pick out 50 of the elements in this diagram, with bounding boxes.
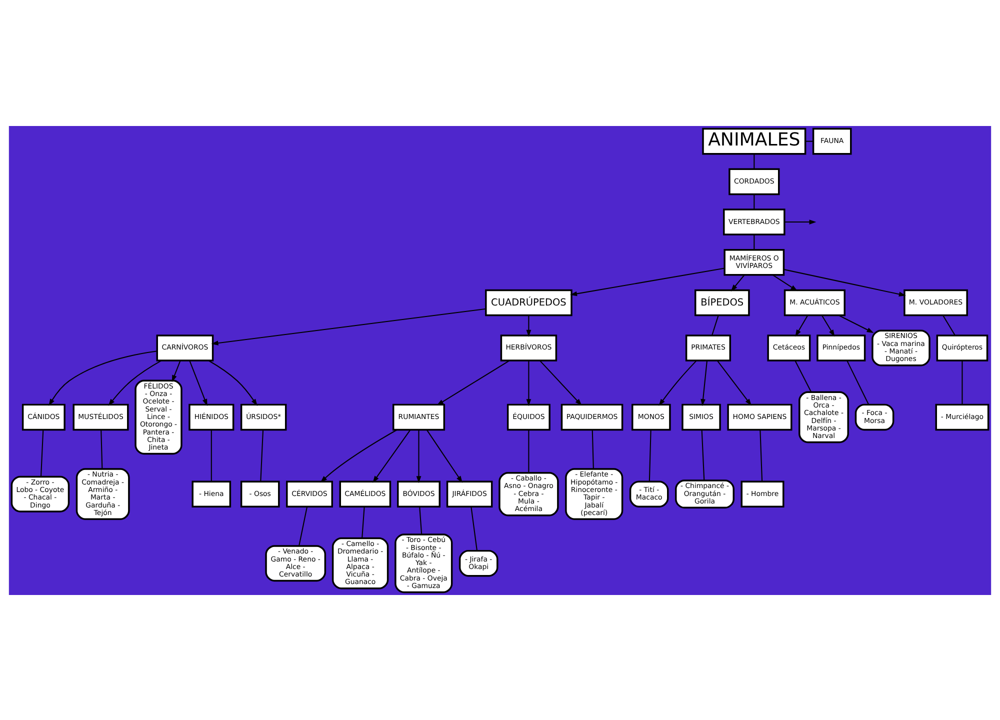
node-box: BÍPEDOS [694, 288, 750, 316]
arrow [108, 360, 162, 406]
connector [470, 506, 478, 550]
arrow [540, 360, 582, 406]
arrow [700, 360, 708, 406]
connector [592, 430, 594, 468]
connector [210, 430, 212, 482]
connector [846, 360, 870, 404]
connector [712, 314, 719, 335]
connector [298, 506, 308, 546]
connector [794, 360, 812, 392]
connector [754, 194, 755, 209]
connector [942, 314, 956, 336]
arrow [426, 429, 462, 482]
connector [760, 430, 763, 482]
connector [962, 360, 963, 404]
connector [806, 140, 814, 142]
connector [754, 153, 755, 169]
arrow [172, 360, 181, 382]
connector [528, 430, 530, 472]
arrow [436, 360, 510, 405]
arrow [320, 428, 398, 482]
node-box: CUADRÚPEDOS [485, 288, 572, 316]
arrow [48, 350, 158, 406]
arrow [821, 314, 835, 336]
arrow [189, 360, 208, 406]
arrow [526, 314, 532, 336]
arrow [838, 314, 874, 333]
node-box: ANIMALES [702, 127, 806, 154]
arrow [208, 360, 258, 406]
connector [100, 430, 103, 468]
arrow [570, 267, 725, 296]
arrow [730, 274, 745, 291]
arrow [717, 360, 752, 406]
arrow [772, 274, 798, 291]
arrow [211, 308, 486, 345]
connector [701, 430, 705, 480]
connector [648, 430, 652, 482]
connector [754, 234, 755, 250]
connector [362, 506, 365, 538]
connector [260, 430, 264, 482]
arrow [526, 360, 532, 406]
arrow [784, 268, 906, 296]
connector [419, 506, 422, 534]
arrow [784, 219, 816, 224]
arrow [795, 314, 808, 336]
arrow [372, 429, 411, 482]
arrow [658, 360, 697, 406]
connector [40, 430, 44, 476]
arrow [416, 430, 422, 483]
